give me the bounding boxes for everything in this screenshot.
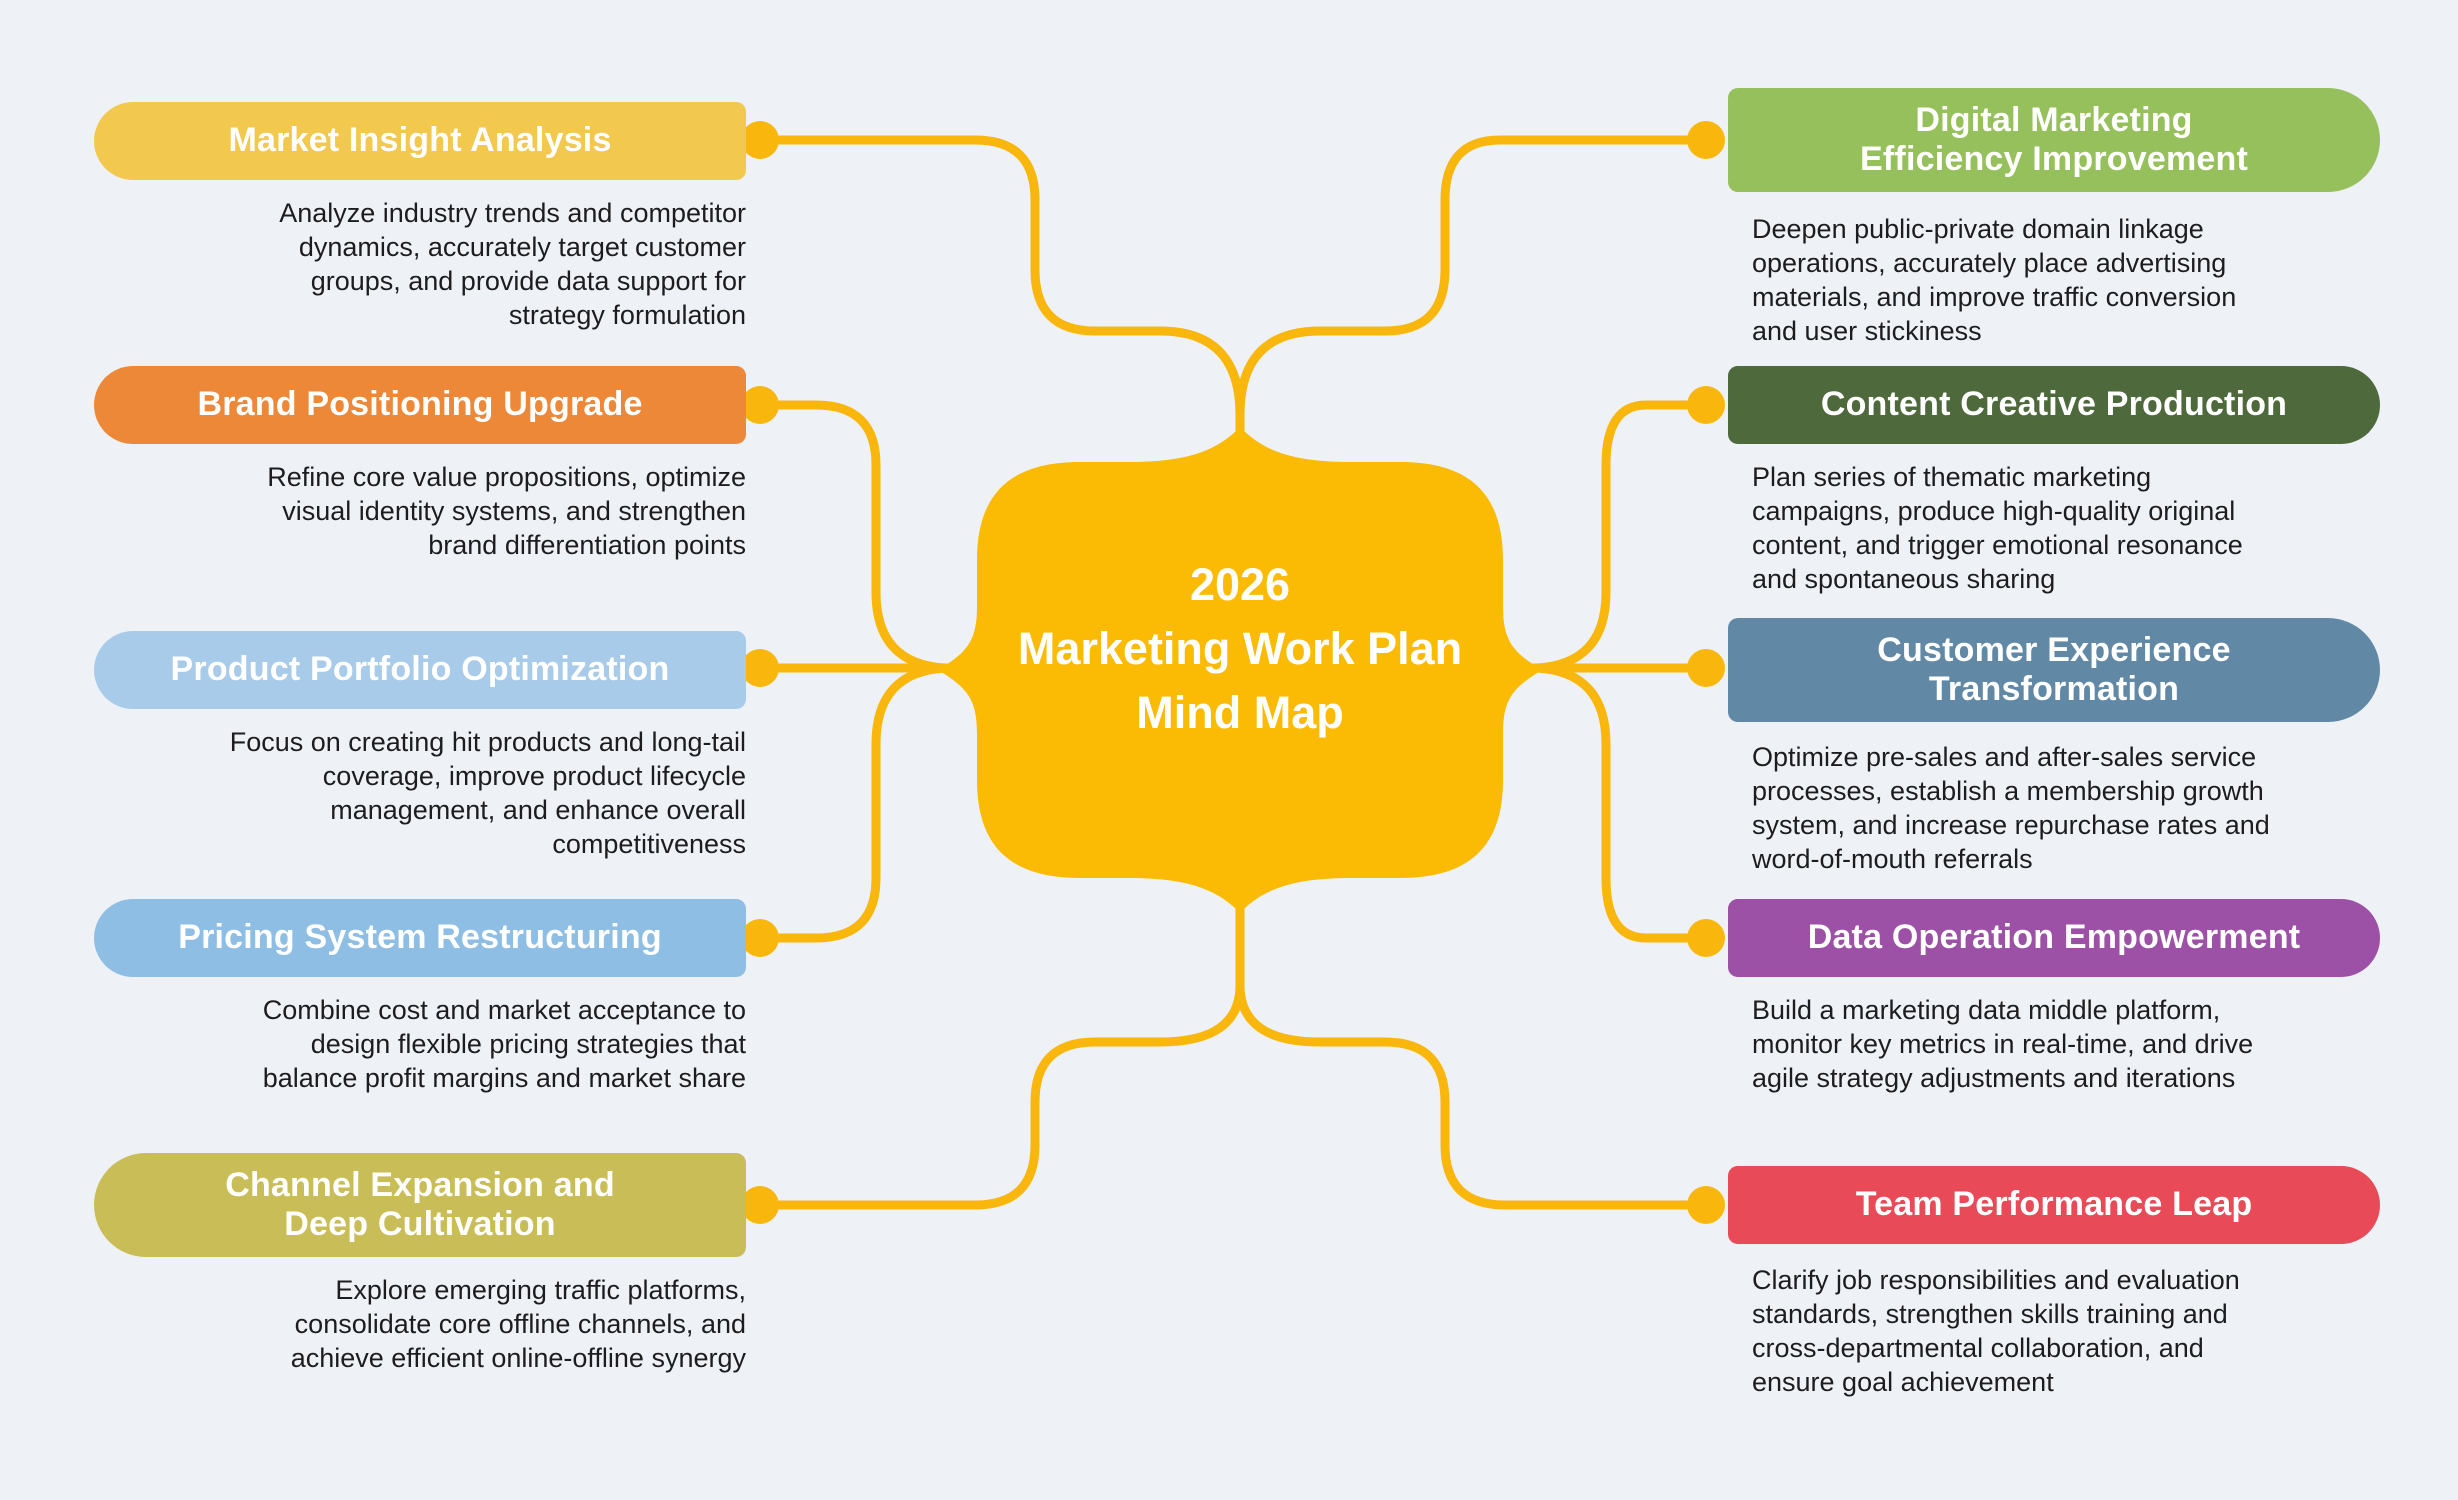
connector-top-left (755, 135, 1245, 461)
branch-desc-content-creative-production: Plan series of thematic marketing campai… (1752, 462, 2243, 594)
branch-desc-market-insight-analysis: Analyze industry trends and competitor d… (279, 198, 746, 330)
branch-desc-pricing-system-restructuring: Combine cost and market acceptance to de… (262, 995, 746, 1093)
connector-dots (741, 121, 1725, 1224)
dot-right-4 (1687, 919, 1725, 957)
branch-pill-team-performance-leap: Team Performance Leap (1728, 1166, 2380, 1244)
connector-mid-right-lower (1507, 663, 1711, 943)
branch-desc-brand-positioning-upgrade: Refine core value propositions, optimize… (267, 462, 746, 560)
dot-right-3 (1687, 649, 1725, 687)
center-node-shape (938, 427, 1542, 913)
connector-mid-left-lower (755, 663, 973, 943)
branch-pill-channel-expansion-deep-cultivation: Channel Expansion and Deep Cultivation (94, 1153, 746, 1257)
dot-left-1 (741, 121, 779, 159)
branch-desc-digital-marketing-efficiency-improvement: Deepen public-private domain linkage ope… (1752, 214, 2237, 346)
branch-pill-product-portfolio-optimization: Product Portfolio Optimization (94, 631, 746, 709)
dot-left-4 (741, 919, 779, 957)
dot-left-3 (741, 649, 779, 687)
branch-desc-data-operation-empowerment: Build a marketing data middle platform, … (1752, 995, 2254, 1093)
branch-desc-channel-expansion-deep-cultivation: Explore emerging traffic platforms, cons… (290, 1275, 746, 1373)
connector-bottom-left (755, 881, 1245, 1210)
dot-right-2 (1687, 386, 1725, 424)
connector-bottom-right (1235, 881, 1711, 1210)
connector-top-right (1235, 135, 1711, 461)
center-node-title: 2026 Marketing Work Plan Mind Map (1017, 559, 1463, 738)
branch-desc-product-portfolio-optimization: Focus on creating hit products and long-… (229, 727, 746, 859)
branch-desc-customer-experience-transformation: Optimize pre-sales and after-sales servi… (1752, 742, 2270, 874)
branch-pill-brand-positioning-upgrade: Brand Positioning Upgrade (94, 366, 746, 444)
branch-pill-market-insight-analysis: Market Insight Analysis (94, 102, 746, 180)
branch-pill-customer-experience-transformation: Customer Experience Transformation (1728, 618, 2380, 722)
dot-left-5 (741, 1186, 779, 1224)
connector-lines (755, 135, 1711, 1210)
branch-pill-data-operation-empowerment: Data Operation Empowerment (1728, 899, 2380, 977)
dot-right-1 (1687, 121, 1725, 159)
branch-desc-team-performance-leap: Clarify job responsibilities and evaluat… (1752, 1265, 2240, 1397)
dot-left-2 (741, 386, 779, 424)
connector-mid-right-upper (1507, 400, 1711, 673)
branch-pill-content-creative-production: Content Creative Production (1728, 366, 2380, 444)
branch-pill-pricing-system-restructuring: Pricing System Restructuring (94, 899, 746, 977)
branch-pill-digital-marketing-efficiency-improvement: Digital Marketing Efficiency Improvement (1728, 88, 2380, 192)
connector-mid-left-upper (755, 400, 973, 673)
dot-right-5 (1687, 1186, 1725, 1224)
